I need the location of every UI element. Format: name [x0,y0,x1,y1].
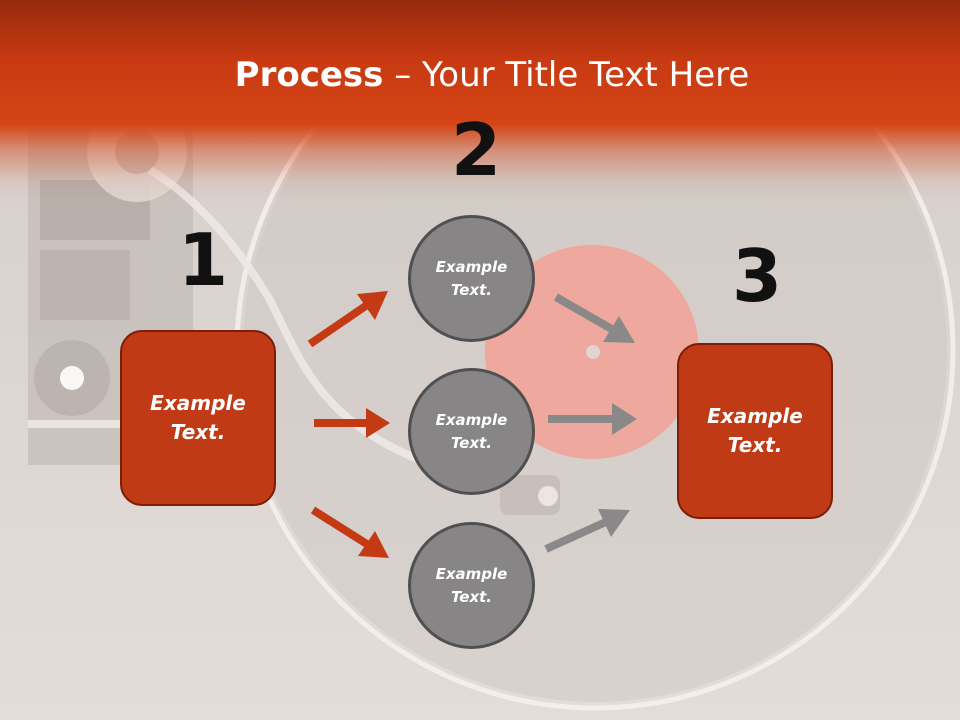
arrow-up-right-icon [307,291,388,348]
step-box-3[interactable]: Example Text. [677,343,833,519]
arrow-down-right-icon [554,293,635,343]
arrow-right-icon [548,403,637,435]
circle-text: Example Text. [435,257,508,299]
panel-knob [60,366,84,390]
step-box-text: Example Text. [707,404,803,457]
step-box-1[interactable]: Example Text. [120,330,276,506]
arrow-right-icon [314,408,390,438]
circle-text: Example Text. [435,564,508,606]
step-number-3: 3 [732,234,783,318]
header-band [0,0,960,200]
step-number-1: 1 [178,218,229,302]
panel-slot [40,250,130,320]
arrow-up-right-icon [544,509,630,553]
process-circle-top[interactable]: Example Text. [408,215,535,342]
step-box-text: Example Text. [150,391,246,444]
arrow-down-right-icon [310,506,389,558]
tonearm-head-knob [538,486,558,506]
record-spindle [586,345,600,359]
process-circle-bottom[interactable]: Example Text. [408,522,535,649]
page-title: Process – Your Title Text Here [0,54,960,96]
panel-strip [28,420,128,428]
title-dash: – [383,55,423,95]
circle-text: Example Text. [435,410,508,452]
step-number-2: 2 [451,108,502,192]
title-bold: Process [234,55,384,95]
title-rest: Your Title Text Here [422,55,750,95]
tonearm [147,166,472,484]
process-circle-middle[interactable]: Example Text. [408,368,535,495]
